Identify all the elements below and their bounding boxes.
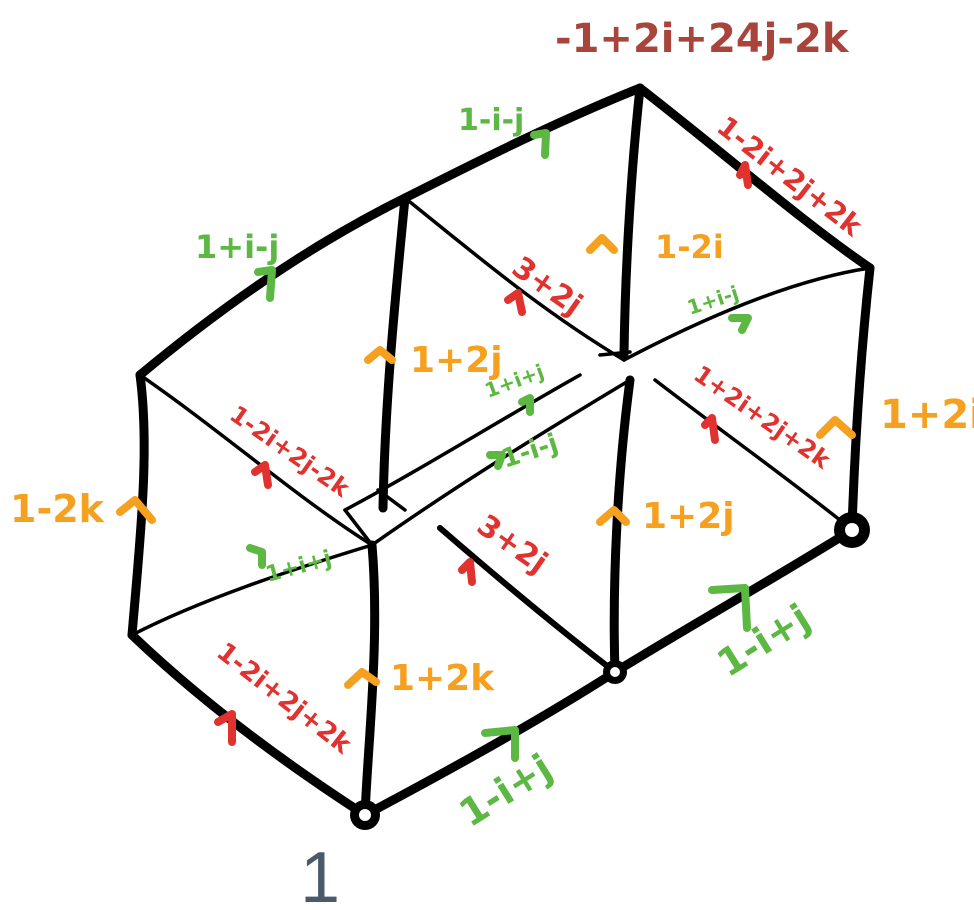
arrow-orange-front-vert-mid	[596, 506, 630, 526]
edge-bottom-left	[127, 630, 370, 820]
label-mid-green: 1-i-j	[498, 428, 562, 474]
arrow-orange-front-vert	[344, 668, 380, 689]
arrow-green-inner-right	[728, 314, 752, 334]
edge-right-vert	[847, 263, 875, 533]
edge-inner-short	[598, 350, 632, 357]
arrow-red-right-diag	[701, 414, 719, 444]
arrow-orange-inner-vert-mid	[364, 346, 396, 364]
edge-front-diag	[437, 525, 618, 675]
edge-inner-right	[622, 266, 872, 362]
edge-lower-left-diag	[130, 543, 374, 637]
edge-mid-front-top	[370, 378, 632, 547]
arrow-orange-left-vert	[116, 496, 156, 524]
vertices	[350, 512, 870, 830]
label-inner-small-right: 1+i-j	[684, 281, 742, 320]
title-label: -1+2i+24j-2k	[555, 16, 850, 62]
edge-top-right	[635, 83, 875, 273]
label-inner-vert-right: 1-2i	[655, 228, 724, 266]
label-front-diag: 3+2j	[470, 508, 553, 581]
edge-left-diag	[138, 373, 374, 547]
arrow-green-top-right	[530, 129, 550, 159]
arrow-red-front-left	[214, 710, 236, 746]
vertex-right-inner	[845, 523, 859, 537]
edge-mid-back-rail	[343, 373, 582, 512]
arrow-green-top-left	[254, 266, 276, 302]
edge-inner-diag-left	[403, 196, 626, 362]
edge-back-vert-right	[619, 83, 645, 360]
arrow-red-inner-diag	[504, 289, 526, 316]
arrow-green-front-small	[246, 544, 266, 569]
label-right-vert: 1+2i	[880, 392, 974, 438]
arrows	[116, 129, 856, 762]
label-right-top-edge: 1-2i+2j+2k	[711, 110, 870, 244]
arrow-green-bottom-front	[481, 726, 519, 762]
arrow-red-front-diag	[458, 558, 476, 586]
arrow-orange-inner-vert-right	[586, 234, 618, 254]
edges	[127, 83, 875, 820]
edge-front-vert-left	[360, 540, 380, 820]
arrow-orange-right-vert	[816, 416, 856, 439]
label-top-left-edge: 1+i-j	[195, 228, 279, 266]
vertex-front-mid-inner	[610, 667, 620, 677]
vertex-origin-inner	[359, 809, 371, 821]
label-front-vert-mid: 1+2j	[642, 496, 735, 537]
edge-left-vert	[127, 370, 149, 640]
edge-back-vert-mid	[378, 193, 410, 513]
arrow-green-mid-small	[518, 394, 534, 416]
origin-label: 1	[300, 838, 340, 910]
label-top-right-edge: 1-i-j	[458, 103, 524, 138]
edge-stub-a	[376, 488, 407, 512]
label-inner-vert-mid: 1+2j	[410, 340, 503, 381]
arrow-red-mid-left	[251, 461, 272, 489]
edge-front-vert-mid	[609, 375, 635, 677]
label-front-vert: 1+2k	[390, 658, 495, 699]
edge-bottom-right	[610, 525, 857, 677]
arrow-green-bottom-right	[708, 584, 751, 632]
edge-right-diag	[653, 378, 852, 530]
edge-mid-link	[343, 508, 374, 547]
label-front-small: 1+i+j	[263, 546, 334, 588]
arrow-green-mid	[486, 451, 506, 470]
label-left-vert: 1-2k	[10, 487, 105, 531]
edge-top-back-right	[400, 83, 645, 203]
arrow-red-right-top	[736, 161, 752, 189]
edge-bottom-front	[360, 667, 620, 820]
